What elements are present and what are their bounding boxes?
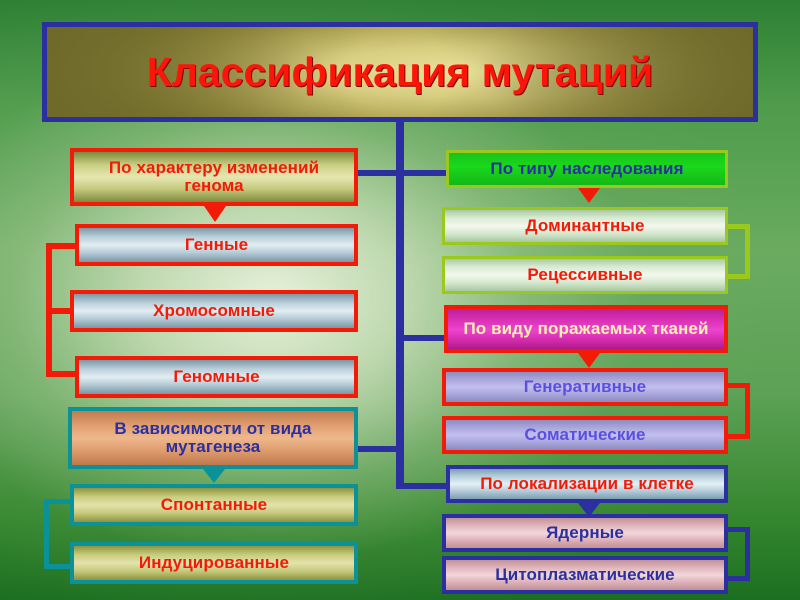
header-mutagenesis-type[interactable]: В зависимости от вида мутагенеза (68, 407, 358, 469)
bracket-genome-change-stem (46, 308, 78, 314)
bracket-inheritance-type (722, 224, 750, 279)
trunk-branch-affected-tissue (396, 335, 452, 341)
trunk-branch-mutagenesis-type (352, 446, 404, 452)
header-genome-change-label: По характеру изменений генома (108, 157, 320, 195)
item-dominantnye[interactable]: Доминантные (442, 207, 728, 245)
item-spontannye[interactable]: Спонтанные (70, 484, 358, 526)
header-cell-localization[interactable]: По локализации в клетке (446, 465, 728, 503)
item-genny-label: Генные (184, 234, 249, 254)
item-inducirovannye[interactable]: Индуцированные (70, 542, 358, 584)
item-hromosomnye[interactable]: Хромосомные (70, 290, 358, 332)
item-generativnye[interactable]: Генеративные (442, 368, 728, 406)
header-inheritance-type-label: По типу наследования (490, 158, 684, 178)
header-affected-tissue-label: По виду поражаемых тканей (463, 318, 709, 338)
item-citoplazmaticheskie-label: Цитоплазматические (495, 564, 675, 584)
trunk-branch-genome-change (352, 170, 452, 176)
item-citoplazmaticheskie[interactable]: Цитоплазматические (442, 556, 728, 594)
item-inducirovannye-label: Индуцированные (138, 552, 290, 572)
header-mutagenesis-type-label: В зависимости от вида мутагенеза (114, 418, 312, 456)
header-inheritance-type[interactable]: По типу наследования (446, 150, 728, 188)
arrow-down-inheritance-type (578, 188, 600, 203)
item-somaticheskie-label: Соматические (524, 424, 646, 444)
item-hromosomnye-label: Хромосомные (153, 300, 275, 320)
slide-title-text: Классификация мутаций (146, 48, 654, 95)
item-recessivnye-label: Рецессивные (527, 264, 643, 284)
item-genny[interactable]: Генные (75, 224, 358, 266)
bracket-affected-tissue (722, 383, 750, 439)
item-yadernye[interactable]: Ядерные (442, 514, 728, 552)
trunk-vertical (396, 119, 404, 489)
slide-title: Классификация мутаций (42, 22, 758, 122)
item-generativnye-label: Генеративные (523, 376, 647, 396)
item-spontannye-label: Спонтанные (160, 494, 268, 514)
item-genomnye-label: Геномные (173, 366, 260, 386)
item-genomnye[interactable]: Геномные (75, 356, 358, 398)
bracket-cell-localization (722, 527, 750, 581)
bracket-mutagenesis-type (44, 499, 74, 569)
item-recessivnye[interactable]: Рецессивные (442, 256, 728, 294)
arrow-down-cell-localization (578, 503, 600, 517)
arrow-down-genome-change (204, 206, 226, 222)
header-affected-tissue[interactable]: По виду поражаемых тканей (444, 305, 728, 353)
item-somaticheskie[interactable]: Соматические (442, 416, 728, 454)
item-yadernye-label: Ядерные (546, 522, 624, 542)
header-cell-localization-label: По локализации в клетке (480, 473, 694, 493)
item-dominantnye-label: Доминантные (525, 215, 645, 235)
header-genome-change[interactable]: По характеру изменений генома (70, 148, 358, 206)
arrow-down-mutagenesis-type (203, 469, 225, 483)
trunk-branch-cell-localization (396, 483, 452, 489)
arrow-down-affected-tissue (578, 353, 600, 368)
